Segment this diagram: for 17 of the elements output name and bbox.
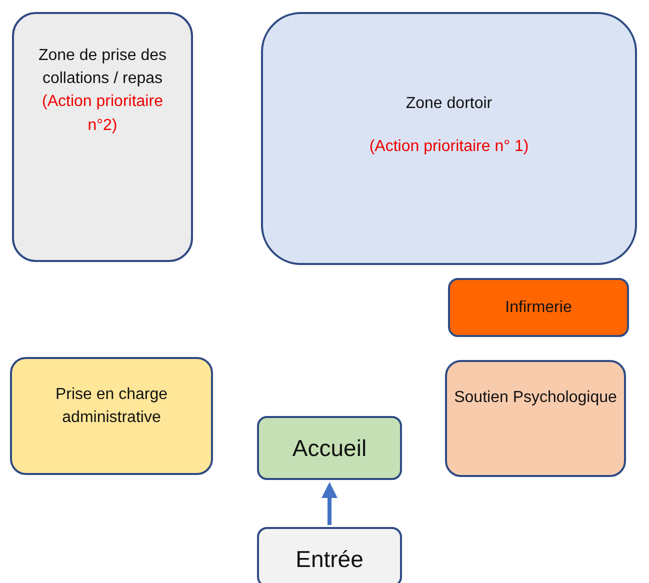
zone-label: Zone dortoir (406, 94, 492, 114)
zone-label: Prise en charge administrative (54, 385, 169, 428)
zone-box (257, 416, 402, 480)
arrow (322, 482, 338, 525)
zone-label: Zone de prise des collations / repas (37, 46, 168, 90)
zone-box (257, 527, 402, 583)
zone-box (12, 12, 193, 262)
zone-box (10, 357, 213, 475)
priority-note: (Action prioritaire n°2) (41, 92, 164, 136)
zone-label: Accueil (292, 434, 367, 463)
zone-box (261, 12, 637, 265)
zone-box (448, 278, 629, 337)
zone-label: Infirmerie (505, 298, 572, 318)
zone-label: Soutien Psychologique (454, 388, 617, 408)
zone-label: Entrée (296, 545, 364, 574)
zone-box (445, 360, 626, 477)
priority-note: (Action prioritaire n° 1) (369, 137, 529, 158)
